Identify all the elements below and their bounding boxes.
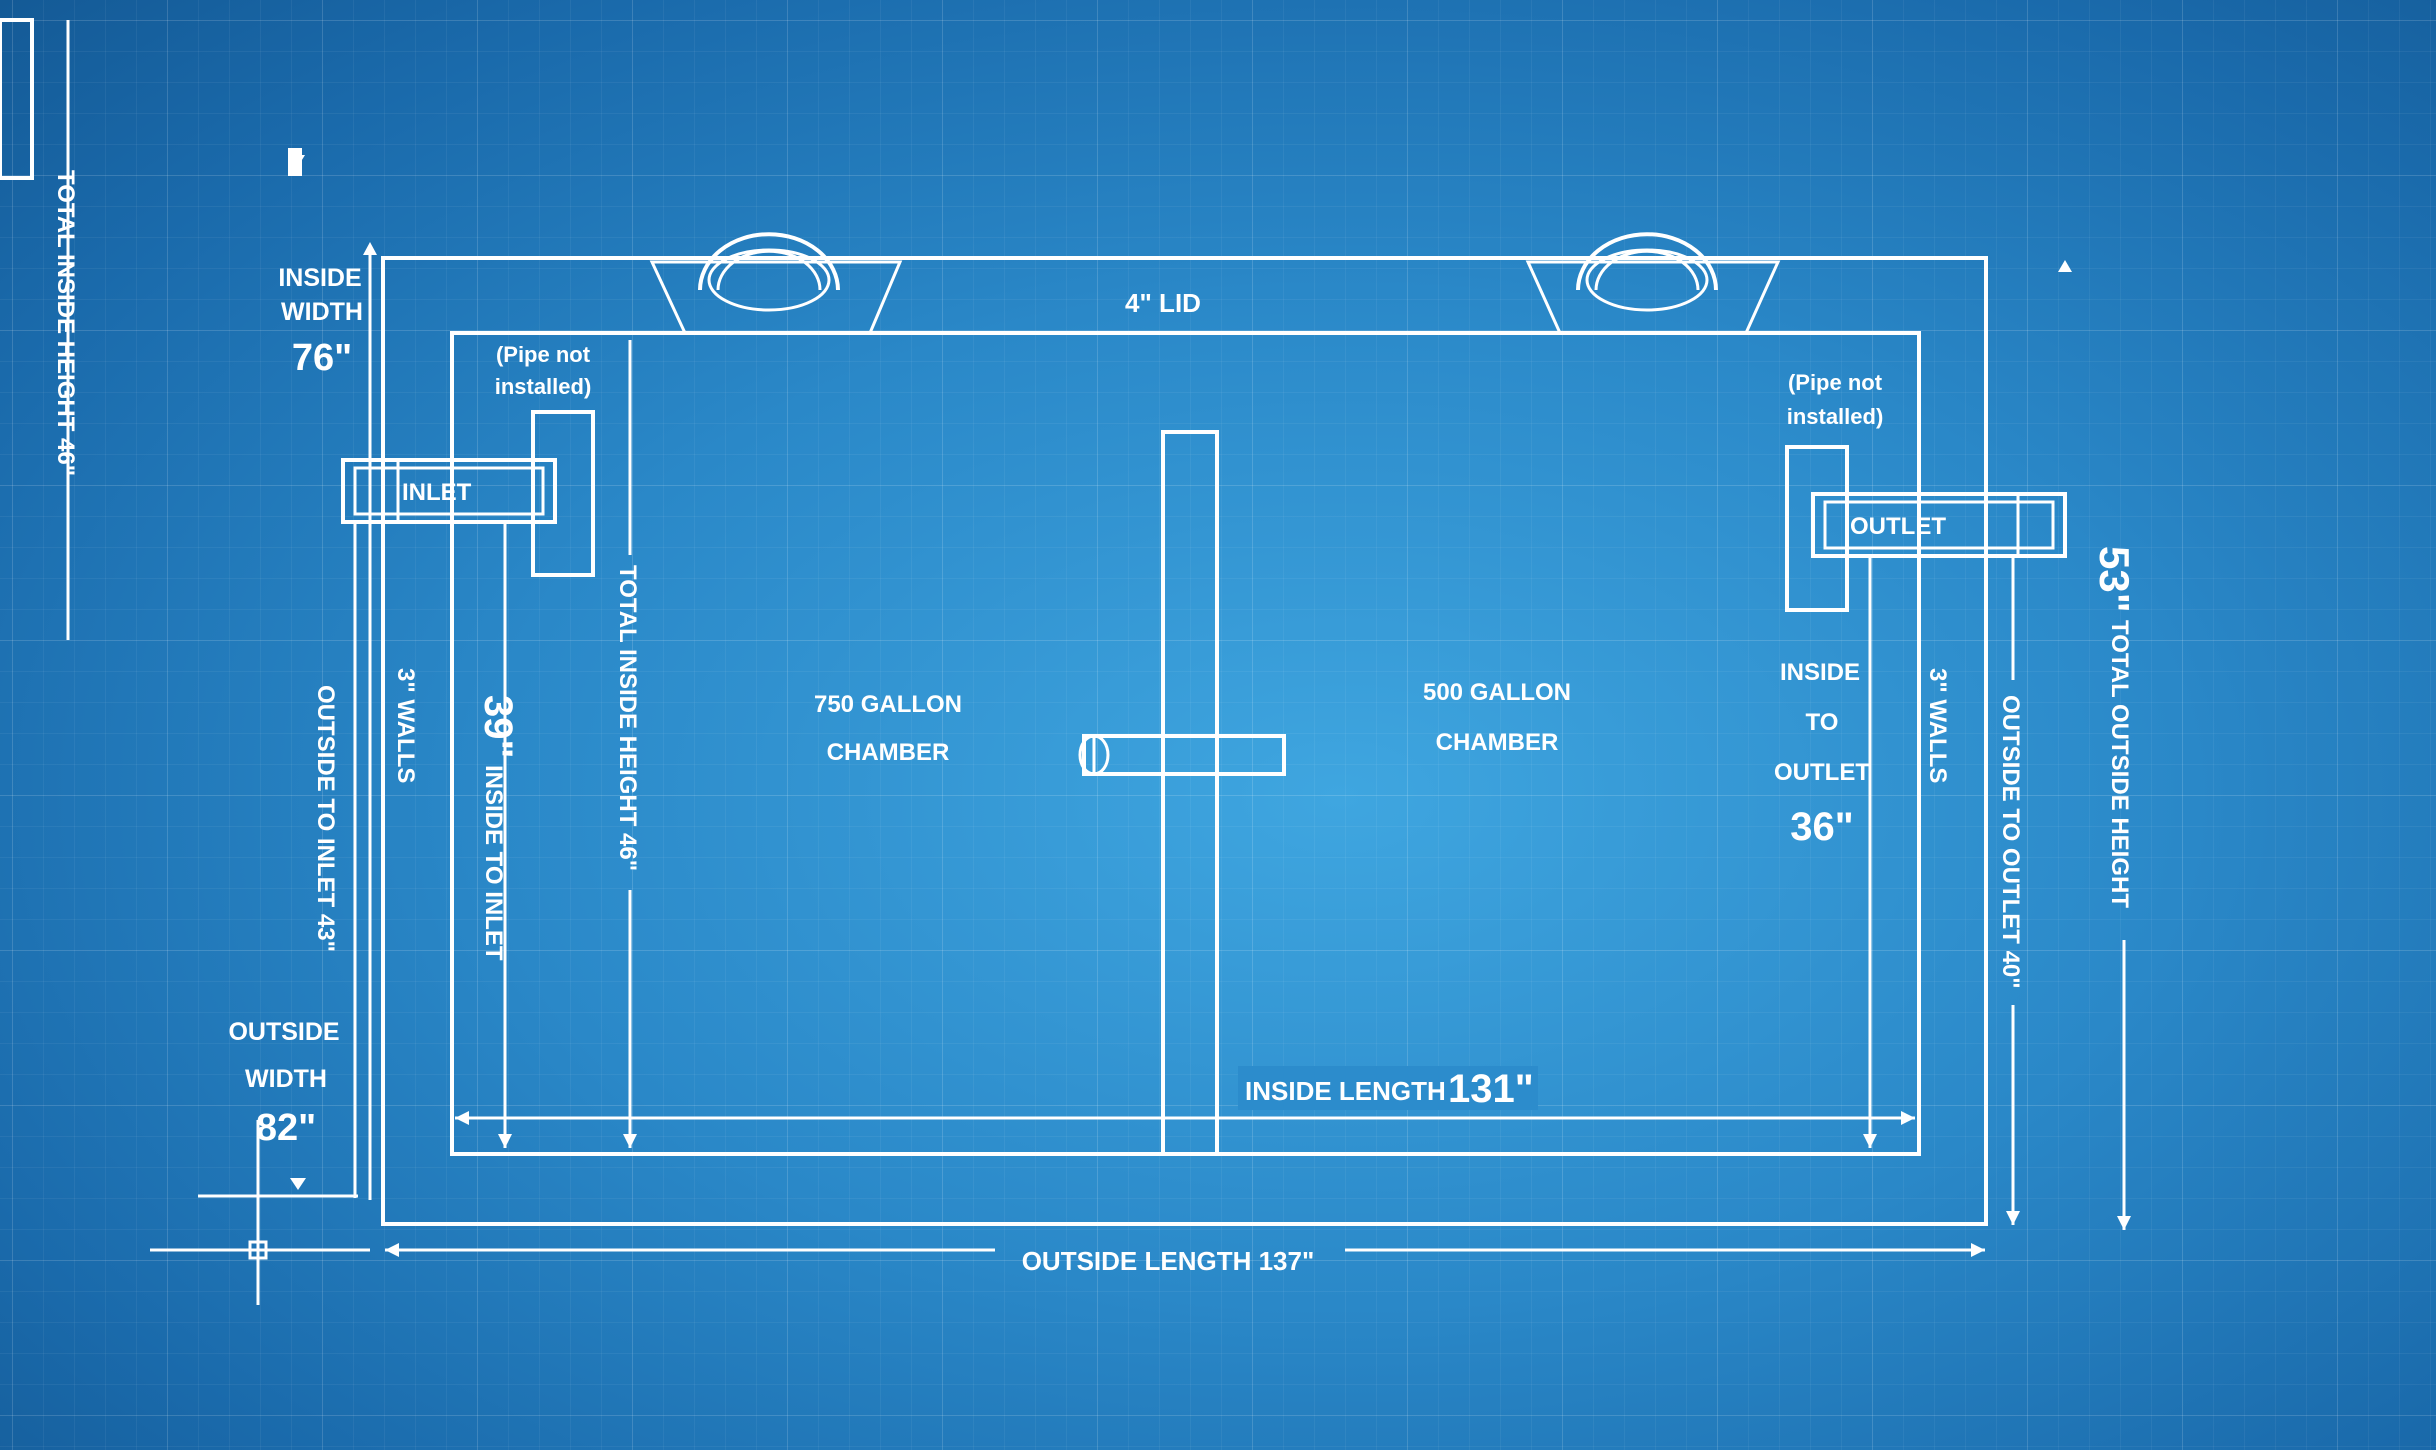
lid-label: 4" LID (1125, 288, 1201, 318)
outlet-pipe (1785, 445, 2067, 612)
pipe-note-left-line1: (Pipe not (496, 342, 591, 367)
total-inside-height-label: TOTAL INSIDE HEIGHT 46" (614, 565, 641, 871)
lid-riser-left (649, 232, 903, 335)
outside-to-inlet-label: OUTSIDE TO INLET 43" (312, 685, 339, 952)
inside-to-outlet-line1: INSIDE (1780, 659, 1860, 686)
inlet-pipe (341, 410, 595, 577)
outer-wall (381, 256, 1988, 1226)
pipe-note-right-line1: (Pipe not (1788, 370, 1883, 395)
crosshair-icon (150, 1120, 370, 1305)
inside-length-label-bg (1238, 1066, 1538, 1110)
inside-to-outlet-line2: TO (1806, 709, 1839, 736)
inside-length-label: INSIDE LENGTH (1245, 1076, 1446, 1106)
chamber-left-line2: CHAMBER (827, 739, 950, 766)
inside-to-outlet-line3: OUTLET (1774, 759, 1870, 786)
outside-width-line2: WIDTH (245, 1065, 327, 1093)
chamber-right-line1: 500 GALLON (1423, 679, 1571, 706)
outlet-label: OUTLET (1850, 513, 1946, 540)
baffle-wall (1161, 430, 1219, 1156)
outside-width-line1: OUTSIDE (228, 1018, 339, 1046)
walls-right-label: 3" WALLS (1924, 668, 1951, 783)
lid-riser-right (1525, 232, 1781, 335)
chamber-right-line2: CHAMBER (1436, 729, 1559, 756)
inside-to-inlet-label: INSIDE TO INLET (480, 765, 507, 961)
inside-to-inlet-value: 39" (476, 695, 520, 758)
pipe-note-right-line2: installed) (1787, 404, 1884, 429)
baffle-pipe (1078, 734, 1286, 776)
walls-left-label: 3" WALLS (392, 668, 419, 783)
inside-to-outlet-value: 36" (1790, 805, 1853, 849)
edge-total-inside-height-label: TOTAL INSIDE HEIGHT 46" (52, 170, 79, 476)
inside-length-value: 131" (1448, 1067, 1534, 1111)
inside-width-line1: INSIDE (278, 264, 361, 292)
outside-length-label: OUTSIDE LENGTH 137" (1022, 1246, 1315, 1276)
pipe-note-left-line2: installed) (495, 374, 592, 399)
inner-wall (450, 331, 1921, 1156)
outside-width-value: 82" (256, 1107, 316, 1149)
chamber-left-line1: 750 GALLON (814, 691, 962, 718)
edge-frame (0, 18, 34, 180)
inside-width-line2: WIDTH (281, 298, 363, 326)
outside-to-outlet-label: OUTSIDE TO OUTLET 40" (1997, 695, 2024, 989)
total-outside-height-label: TOTAL OUTSIDE HEIGHT (2106, 620, 2133, 908)
inlet-label: INLET (402, 479, 472, 506)
total-outside-height-value: 53" (2091, 546, 2138, 613)
inside-width-value: 76" (292, 337, 352, 379)
